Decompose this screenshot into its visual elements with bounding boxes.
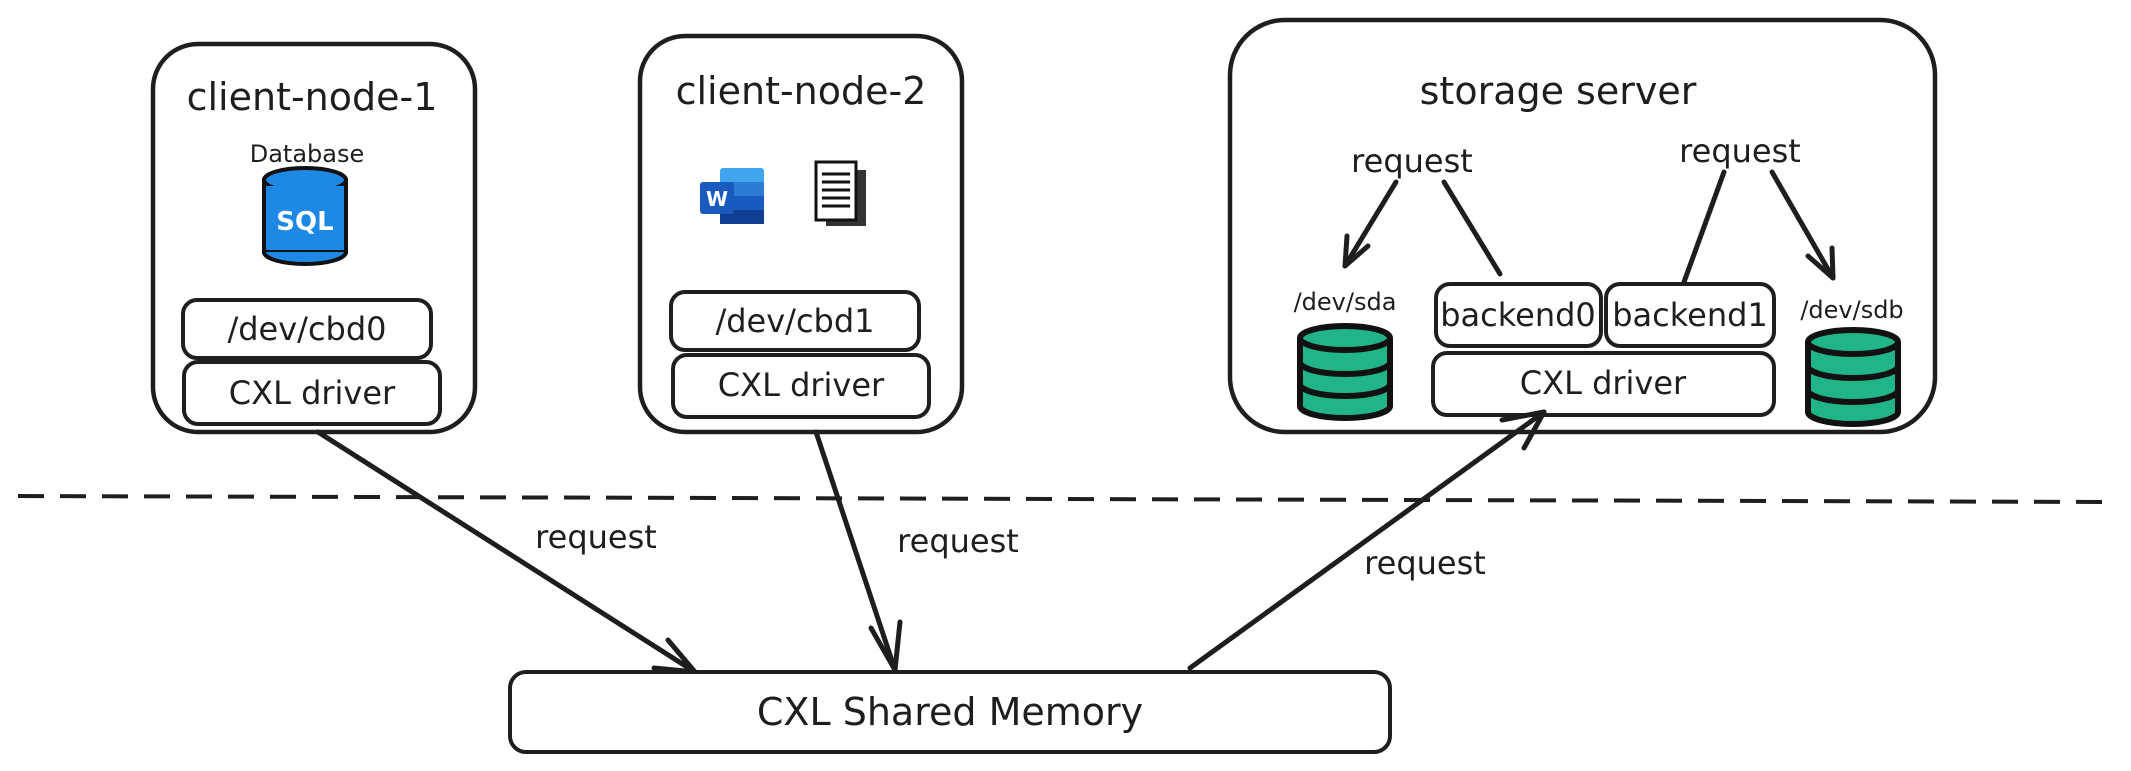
client-node-1: client-node-1 Database SQL /dev/cbd0 CXL… — [150, 41, 478, 435]
client1-to-memory-arrow — [315, 429, 698, 675]
client2-driver-box — [671, 353, 931, 419]
client1-request-label: request — [535, 518, 657, 556]
client-node-2-title: client-node-2 — [676, 69, 927, 113]
network-boundary-dashed-line — [17, 494, 2119, 504]
storage-driver-label: CXL driver — [1520, 364, 1687, 402]
disk-icon — [1297, 323, 1393, 421]
client2-driver-label: CXL driver — [718, 366, 885, 404]
disk-icon — [1805, 327, 1901, 427]
cbd0-device-box — [181, 298, 433, 360]
word-document-icon: W — [700, 168, 764, 224]
storage-request-label: request — [1364, 544, 1486, 582]
backend1-request-line — [1681, 169, 1727, 285]
backend0-label: backend0 — [1440, 296, 1596, 334]
storage-request-left-label: request — [1351, 142, 1473, 180]
request-arrow-to-sdb-head — [1805, 245, 1836, 281]
text-document-icon — [814, 160, 866, 226]
database-sql-icon: SQL — [262, 166, 348, 266]
storage-server: storage server request request /dev/sda … — [1227, 17, 1938, 435]
cxl-shared-memory-box — [508, 670, 1392, 754]
client-node-2: client-node-2 W /dev/cbd1 CXL driver — [637, 33, 965, 435]
storage-request-right-label: request — [1679, 132, 1801, 170]
cxl-shared-memory-label: CXL Shared Memory — [757, 690, 1143, 734]
cbd1-device-label: /dev/cbd1 — [715, 302, 874, 340]
client1-driver-box — [182, 360, 442, 426]
backend0-box — [1434, 282, 1603, 348]
disk-sdb-label: /dev/sdb — [1800, 296, 1903, 324]
client2-request-label: request — [897, 522, 1019, 560]
client1-driver-label: CXL driver — [229, 374, 396, 412]
disk-sda-label: /dev/sda — [1294, 288, 1397, 316]
storage-driver-box — [1431, 351, 1776, 417]
request-arrow-to-sda — [1342, 179, 1399, 269]
cxl-shared-memory: CXL Shared Memory — [508, 670, 1392, 754]
backend1-box — [1604, 282, 1776, 348]
sql-icon-text: SQL — [276, 207, 333, 237]
backend0-request-line — [1441, 179, 1503, 277]
memory-to-storage-arrowhead — [1499, 409, 1547, 451]
backend1-label: backend1 — [1612, 296, 1768, 334]
svg-text:W: W — [706, 187, 728, 211]
client2-to-memory-arrow — [813, 429, 898, 673]
cbd1-device-box — [669, 290, 921, 352]
storage-server-title: storage server — [1420, 69, 1697, 113]
client-node-1-title: client-node-1 — [187, 75, 438, 119]
cbd0-device-label: /dev/cbd0 — [227, 310, 386, 348]
database-label: Database — [250, 140, 365, 168]
memory-to-storage-arrow — [1187, 409, 1547, 671]
request-arrow-to-sdb — [1769, 169, 1836, 281]
client2-to-memory-arrowhead — [868, 619, 903, 673]
request-arrow-to-sda-head — [1342, 233, 1371, 269]
